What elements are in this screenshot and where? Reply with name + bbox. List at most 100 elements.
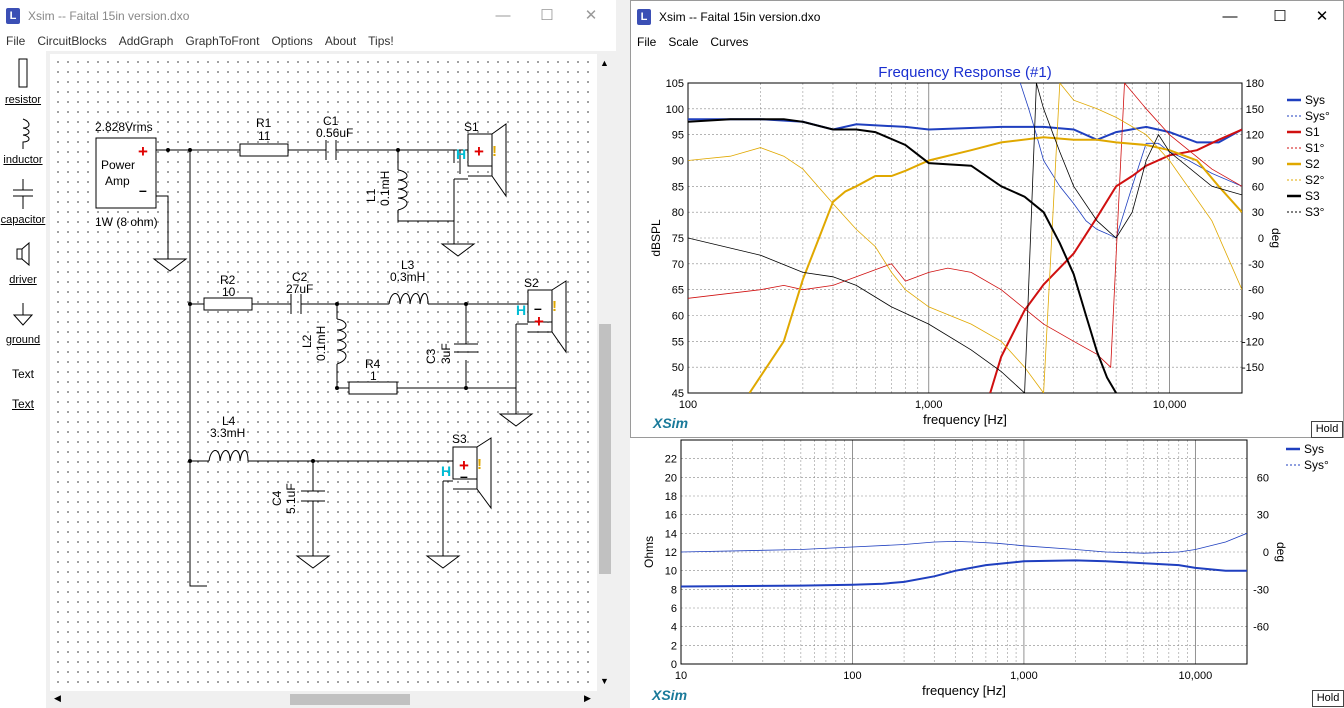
vertical-scrollbar[interactable]: ▲ ▼: [597, 54, 613, 691]
hold-button-top[interactable]: Hold: [1311, 421, 1343, 438]
y-tick-label: 4: [671, 622, 677, 634]
l3-value: 0.3mH: [390, 270, 426, 284]
l1-coil[interactable]: [397, 169, 408, 211]
l4-coil[interactable]: [208, 450, 249, 462]
series-line-s3-phase: [688, 83, 1242, 393]
right-menubar: File Scale Curves: [631, 32, 1343, 52]
r1-body[interactable]: [239, 143, 289, 157]
menu-options[interactable]: Options: [271, 34, 313, 48]
menu-scale[interactable]: Scale: [668, 35, 699, 49]
y-tick-label: 12: [665, 547, 677, 559]
scroll-down-icon[interactable]: ▼: [600, 676, 609, 686]
r4-body[interactable]: [348, 381, 398, 395]
menu-about[interactable]: About: [324, 34, 357, 48]
app-icon: L: [637, 8, 651, 25]
minimize-icon[interactable]: —: [1222, 8, 1238, 25]
maximize-icon[interactable]: ☐: [540, 7, 554, 24]
menu-tips[interactable]: Tips!: [368, 34, 394, 48]
s3-label: S3: [452, 432, 467, 446]
schematic-canvas[interactable]: 2.828Vrms Power Amp + – 1W (8 ohm) R1 11…: [50, 54, 597, 691]
x-tick-label: 10,000: [1179, 670, 1213, 682]
s3-warn-icon: !: [477, 456, 482, 473]
r2-body[interactable]: [203, 297, 253, 311]
left-menubar: File CircuitBlocks AddGraph GraphToFront…: [0, 31, 616, 51]
scroll-left-icon[interactable]: ◀: [54, 693, 61, 703]
y-tick-label: 105: [666, 78, 684, 90]
y-tick-label: 8: [671, 584, 677, 596]
x-axis-label: frequency [Hz]: [922, 683, 1006, 698]
tool-text-underlined[interactable]: Text: [11, 397, 34, 411]
ground-icon: [12, 303, 34, 326]
hold-button-bottom[interactable]: Hold: [1312, 690, 1344, 707]
xsim-brand-bottom: XSim: [652, 687, 688, 703]
y-tick-label: 0: [671, 659, 677, 671]
menu-file[interactable]: File: [6, 34, 26, 48]
horizontal-scrollbar[interactable]: ◀ ▶: [50, 691, 597, 708]
y2-tick-label: -60: [1248, 285, 1264, 297]
y-tick-label: 60: [672, 311, 684, 323]
y-tick-label: 90: [672, 156, 684, 168]
c3-name: C3: [424, 348, 438, 364]
menu-curves[interactable]: Curves: [710, 35, 749, 49]
x-tick-label: 100: [843, 670, 861, 682]
tool-resistor[interactable]: resistor: [0, 57, 46, 106]
series-line-sys-spl: [681, 559, 1247, 588]
tool-inductor[interactable]: inductor: [0, 117, 46, 166]
y2-tick-label: -150: [1242, 362, 1264, 374]
close-icon[interactable]: ✕: [1315, 8, 1329, 25]
y-tick-label: 70: [672, 259, 684, 271]
y-axis-label: dBSPL: [649, 219, 663, 257]
legend-label: S2: [1305, 157, 1320, 171]
s2-label: S2: [524, 276, 539, 290]
scroll-right-icon[interactable]: ▶: [584, 693, 591, 703]
tool-driver[interactable]: driver: [0, 239, 46, 286]
left-window-title: Xsim -- Faital 15in version.dxo: [28, 8, 190, 23]
s2-h-icon: H: [516, 302, 527, 318]
menu-graphtofront[interactable]: GraphToFront: [185, 34, 260, 48]
close-icon[interactable]: ✕: [584, 7, 598, 24]
series-line-s1-phase: [688, 83, 1242, 369]
series-line-s3-spl: [688, 118, 1117, 393]
y2-tick-label: -30: [1253, 584, 1269, 596]
speaker-s3[interactable]: [452, 437, 492, 510]
x-tick-label: 1,000: [1010, 670, 1038, 682]
legend-label: Sys°: [1305, 109, 1330, 123]
legend-label: S1°: [1305, 141, 1325, 155]
tool-capacitor[interactable]: capacitor: [0, 177, 46, 226]
menu-circuitblocks[interactable]: CircuitBlocks: [37, 34, 107, 48]
r4-value: 1: [370, 369, 377, 383]
y2-tick-label: 0: [1258, 233, 1264, 245]
l3-coil[interactable]: [388, 293, 429, 305]
minimize-icon[interactable]: —: [495, 7, 511, 24]
l4-value: 3.3mH: [210, 426, 246, 440]
y-tick-label: 45: [672, 388, 684, 400]
y-tick-label: 65: [672, 285, 684, 297]
r1-value: 11: [258, 129, 271, 143]
series-line-sys-phase: [681, 532, 1247, 554]
vertical-scroll-thumb[interactable]: [599, 324, 611, 574]
right-titlebar[interactable]: L Xsim -- Faital 15in version.dxo — ☐ ✕: [631, 1, 1343, 32]
y-tick-label: 85: [672, 181, 684, 193]
s3-minus-icon: –: [460, 468, 468, 484]
tool-text-plain[interactable]: Text: [11, 367, 34, 381]
tool-ground[interactable]: ground: [0, 299, 46, 346]
l2-coil[interactable]: [336, 318, 347, 365]
legend-label: Sys: [1304, 442, 1324, 456]
legend-label: Sys°: [1304, 458, 1329, 472]
frequency-response-chart: 4550556065707580859095100105-150-120-90-…: [649, 64, 1330, 427]
speaker-s1[interactable]: [467, 123, 507, 198]
component-toolbox: resistor inductor capacitor driver groun…: [0, 51, 46, 708]
horizontal-scroll-thumb[interactable]: [290, 694, 410, 705]
menu-file[interactable]: File: [637, 35, 657, 49]
menu-addgraph[interactable]: AddGraph: [118, 34, 174, 48]
scroll-up-icon[interactable]: ▲: [600, 58, 609, 68]
maximize-icon[interactable]: ☐: [1273, 8, 1287, 25]
speaker-icon: [16, 241, 30, 267]
s1-h-icon: H: [456, 146, 467, 162]
c2-name: C2: [292, 270, 308, 284]
y2-tick-label: -60: [1253, 622, 1269, 634]
left-titlebar[interactable]: L Xsim -- Faital 15in version.dxo — ☐ ✕: [0, 0, 616, 31]
speaker-s2[interactable]: [527, 280, 567, 354]
capacitor-icon: [13, 179, 33, 209]
